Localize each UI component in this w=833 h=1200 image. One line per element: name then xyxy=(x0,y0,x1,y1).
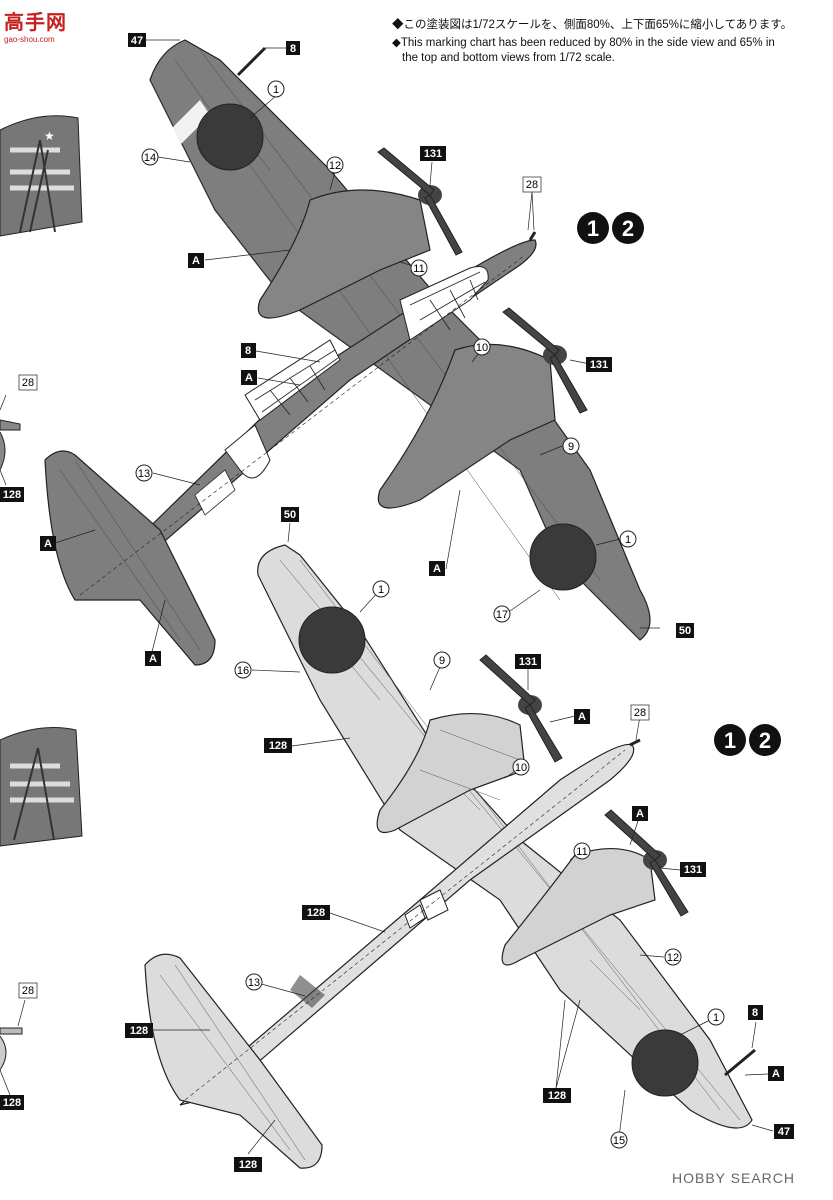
callout-8-bottom: 8 xyxy=(752,1007,758,1019)
hinomaru-top-right xyxy=(529,523,597,591)
callout-8-top-a: 8 xyxy=(290,43,296,55)
callout-13-bottom: 13 xyxy=(248,977,260,989)
decal-set-top-digit1: 1 xyxy=(587,216,599,241)
callout-128-bottom-d: 128 xyxy=(548,1090,566,1102)
bottom-callouts: 50 1 9 131 A 16 28 128 10 A 11 131 128 xyxy=(125,507,794,1172)
callout-10-bottom: 10 xyxy=(515,762,527,774)
callout-9-top: 9 xyxy=(568,441,574,453)
hinomaru-bottom-left xyxy=(298,606,366,674)
callout-A-top-2: A xyxy=(245,372,253,384)
hinomaru-bottom-right xyxy=(631,1029,699,1097)
callout-47-top: 47 xyxy=(131,35,143,47)
note-english-2: the top and bottom views from 1/72 scale… xyxy=(402,52,615,64)
logo-text: 高手网 xyxy=(4,12,67,34)
callout-28-bottom: 28 xyxy=(634,707,646,719)
top-propeller-2 xyxy=(502,307,588,414)
callout-128-bottom-c: 128 xyxy=(130,1025,148,1037)
note-japanese: ◆この塗装図は1/72スケールを、側面80%、上下面65%に縮小してあります。 xyxy=(392,19,793,31)
site-logo: 高手网 gao-shou.com xyxy=(4,6,74,44)
callout-128-left-a: 128 xyxy=(3,489,21,501)
callout-47-bottom: 47 xyxy=(778,1126,790,1138)
callout-A-top-1: A xyxy=(192,255,200,267)
callout-28-left-b: 28 xyxy=(22,985,34,997)
callout-A-top-5: A xyxy=(149,653,157,665)
callout-1-bottom-b: 1 xyxy=(713,1012,719,1024)
callout-13-top: 13 xyxy=(138,468,150,480)
bottom-propeller-2 xyxy=(604,809,689,917)
callout-9-bottom: 9 xyxy=(439,655,445,667)
callout-128-bottom-a: 128 xyxy=(269,740,287,752)
left-tail-fin-lower xyxy=(0,727,83,847)
callout-A-top-4: A xyxy=(433,563,441,575)
top-callouts: 47 8 1 14 12 131 28 A 11 8 A 10 131 xyxy=(40,33,694,666)
bottom-propeller-1 xyxy=(479,654,563,763)
callout-10-top: 10 xyxy=(476,342,488,354)
callout-16: 16 xyxy=(237,665,249,677)
decal-set-bottom: 1 2 xyxy=(714,724,781,756)
callout-131-top-b: 131 xyxy=(590,359,608,371)
hobby-search-watermark: HOBBY SEARCH xyxy=(672,1170,795,1186)
callout-A-bottom-3: A xyxy=(772,1068,780,1080)
svg-text:★: ★ xyxy=(44,129,55,143)
left-tail-fin-upper: ★ xyxy=(0,115,83,237)
bottom-view-aircraft xyxy=(144,544,756,1169)
callout-A-bottom-1: A xyxy=(578,711,586,723)
hinomaru-top-left xyxy=(196,103,264,171)
callout-17: 17 xyxy=(496,609,508,621)
callout-128-bottom-b: 128 xyxy=(307,907,325,919)
callout-15: 15 xyxy=(613,1135,625,1147)
decal-set-bottom-digit1: 1 xyxy=(724,728,736,753)
callout-1-top-b: 1 xyxy=(625,534,631,546)
callout-128-bottom-e: 128 xyxy=(239,1159,257,1171)
callout-12-bottom: 12 xyxy=(667,952,679,964)
callout-8-top-b: 8 xyxy=(245,345,251,357)
logo-url: gao-shou.com xyxy=(4,35,55,44)
decal-set-top: 1 2 xyxy=(577,212,644,244)
note-english-1: ◆This marking chart has been reduced by … xyxy=(392,37,775,49)
callout-128-left-b: 128 xyxy=(3,1097,21,1109)
callout-1-bottom-a: 1 xyxy=(378,584,384,596)
callout-14: 14 xyxy=(144,152,156,164)
top-view-aircraft xyxy=(44,39,651,666)
decal-set-bottom-digit2: 2 xyxy=(759,728,771,753)
callout-A-bottom-2: A xyxy=(636,808,644,820)
callout-28-top: 28 xyxy=(526,179,538,191)
left-edge-callouts: 28 128 28 128 xyxy=(0,374,38,1110)
callout-A-top-3: A xyxy=(44,538,52,550)
left-partial-aircraft xyxy=(0,419,23,1071)
callout-11-top: 11 xyxy=(413,263,424,275)
callout-131-bottom-b: 131 xyxy=(684,864,702,876)
callout-1-top-a: 1 xyxy=(273,84,279,96)
callout-131-top-a: 131 xyxy=(424,148,442,160)
callout-11-bottom: 11 xyxy=(576,846,587,858)
callout-28-left-a: 28 xyxy=(22,377,34,389)
callout-50-bottom: 50 xyxy=(284,509,296,521)
callout-12-top: 12 xyxy=(329,160,341,172)
decal-set-top-digit2: 2 xyxy=(622,216,634,241)
callout-131-bottom-a: 131 xyxy=(519,656,537,668)
callout-50-top: 50 xyxy=(679,625,691,637)
top-propeller-1 xyxy=(377,147,463,256)
